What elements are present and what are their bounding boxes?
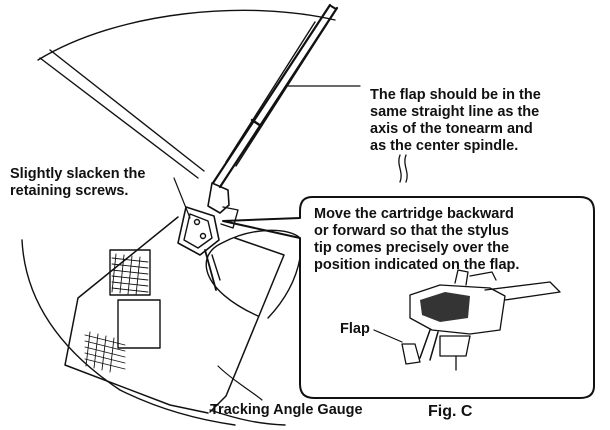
slacken-line-2: retaining screws. [10,183,129,199]
platter-spoke-right [225,21,328,167]
platter-spoke-left [39,49,205,179]
tracking-angle-gauge [64,216,285,414]
slacken-line-1: Slightly slacken the [10,166,146,182]
flap-label: Flap [340,321,370,337]
move-line-3: tip comes precisely over the [314,240,510,256]
platter-outer-rim [37,9,336,61]
leader-slacken [173,177,191,219]
inset-cartridge-drawing [373,269,561,371]
flap-alignment-line-2: same straight line as the [370,104,540,120]
headshell-cartridge [177,182,239,291]
tracking-angle-gauge-label: Tracking Angle Gauge [210,402,363,418]
flap-alignment-label: The flap should be in the same straight … [370,87,541,155]
callout-box [222,196,595,399]
move-line-1: Move the cartridge backward [314,206,514,222]
tonearm-tube [211,3,339,189]
move-cartridge-label: Move the cartridge backward or forward s… [314,206,519,274]
slacken-screws-label: Slightly slacken the retaining screws. [10,166,145,200]
figure-caption: Fig. C [428,403,473,420]
flap-alignment-line-3: axis of the tonearm and [370,121,533,137]
leader-gauge [217,365,263,401]
gauge-grid-marks [84,253,149,373]
callout-squiggle [398,154,408,183]
platter-lower-rim [21,239,236,426]
flap-alignment-line-1: The flap should be in the [370,87,541,103]
flap-alignment-line-4: as the center spindle. [370,138,519,154]
move-line-2: or forward so that the stylus [314,223,509,239]
move-line-4: position indicated on the flap. [314,257,520,273]
